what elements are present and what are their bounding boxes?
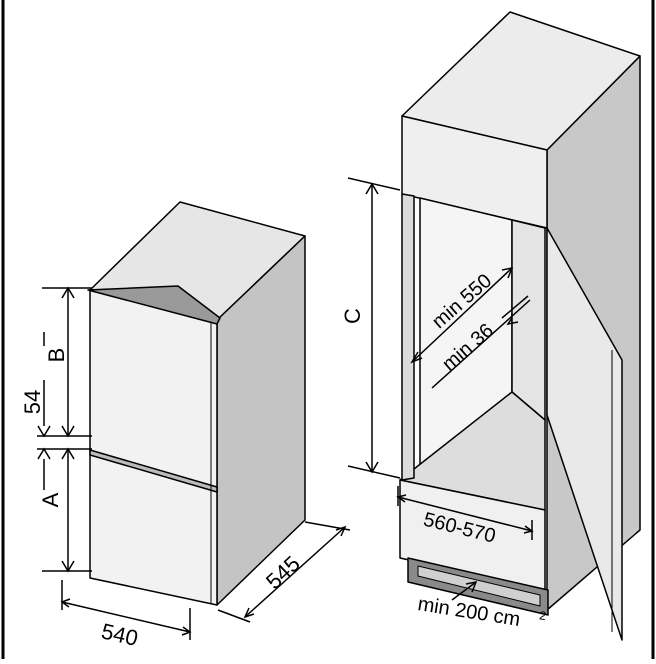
kitchen-cabinet [399, 11, 641, 641]
label-width-540: 540 [99, 618, 140, 651]
dimension-lines-right [347, 177, 534, 601]
fridge-appliance [87, 201, 306, 606]
label-depth-545: 545 [261, 551, 305, 594]
label-b: B [44, 348, 69, 363]
fridge-top-hinge [87, 285, 221, 325]
dimension-lines-left [37, 286, 351, 640]
niche-inner-side [511, 219, 546, 421]
label-gap-54: 54 [20, 390, 45, 414]
cabinet-door-open [546, 227, 623, 641]
ventilation-slot [417, 565, 541, 607]
niche-left-frame [401, 193, 415, 481]
fridge-door-divider [89, 449, 218, 493]
fridge-front-face [89, 289, 218, 606]
label-a: A [38, 492, 63, 507]
label-vent-superscript: 2 [538, 608, 547, 623]
label-c: C [340, 308, 365, 324]
